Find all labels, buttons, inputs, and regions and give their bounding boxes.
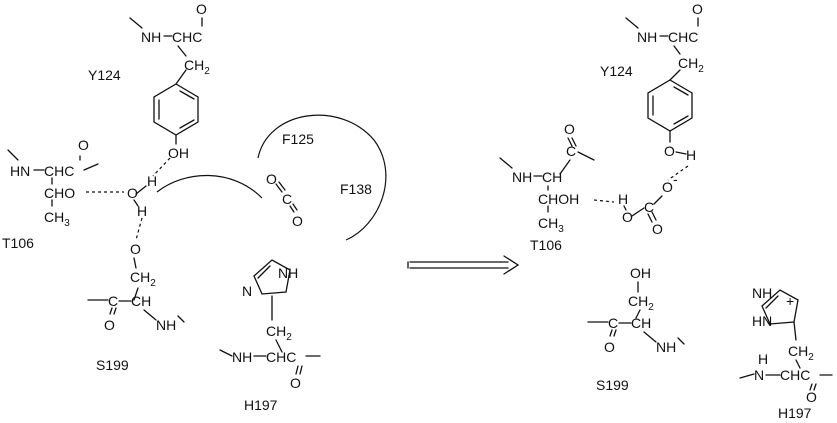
h197-right-nh-top: NH [752,285,772,301]
h197-right-ch2: CH2 [788,343,814,363]
t106-right-choh: CHOH [538,191,579,207]
s199-left-nh: NH [156,317,176,333]
label-t106-right: T106 [530,237,562,253]
reaction-arrow [407,255,520,275]
h197-left-carbonyl-o: O [290,375,301,391]
s199-left-ch2: CH2 [130,269,156,289]
h197-left-ch2: CH2 [266,323,292,343]
y124-left-ch2: CH2 [184,57,210,77]
t106-left-chc: CHC [44,163,74,179]
h197-left-imid-nh: NH [278,265,298,281]
h197-right-carbonyl-o: O [806,389,817,405]
y124-right-h: H [686,147,696,163]
h197-right: + NH HN CH2 H N CHC O H197 [739,285,833,421]
y124-right-ring [647,79,693,132]
t106-left-ch3: CH3 [44,209,70,229]
h197-left-chc: CHC [266,349,296,365]
s199-left-c: C [108,293,118,309]
y124-right-nh: NH [637,29,657,45]
s199-right-ch2: CH2 [628,293,654,313]
bicarbonate-right: H O C O - O [618,171,678,237]
t106-right-c: C [566,143,576,159]
co2-left-o2: O [292,213,303,229]
label-s199-right: S199 [596,377,629,393]
t106-right: NH CH C O CHOH CH3 T106 [499,121,615,253]
water-left: O H H [86,157,171,241]
y124-right: NH CHC O CH2 O H Y124 [600,1,704,181]
y124-left-chc: CHC [172,29,202,45]
t106-left-hn: HN [10,163,30,179]
label-s199-left: S199 [96,357,129,373]
water-left-h1: H [147,173,157,189]
label-f125: F125 [282,131,314,147]
s199-right-carbonyl-o: O [604,339,615,355]
y124-right-o: O [692,1,703,17]
s199-right: OH CH2 C CH O NH S199 [587,265,685,393]
h197-left-imidazole [253,259,291,295]
y124-left-ring [153,83,199,136]
bicarb-o3: O [652,221,663,237]
s199-right-c: C [608,315,618,331]
bicarb-h: H [618,191,628,207]
y124-right-chc: CHC [668,29,698,45]
co2-left-o1: O [266,171,277,187]
water-left-h2: H [137,203,147,219]
bicarb-charge: - [673,171,678,187]
t106-right-ch: CH [542,169,562,185]
h197-left: N NH CH2 NH CHC O H197 [219,259,321,413]
label-y124-right: Y124 [600,63,633,79]
s199-left: O CH2 C CH O NH S199 [87,241,185,373]
t106-left: HN CHC O CHO CH3 T106 [2,137,99,251]
h197-left-nh: NH [232,349,252,365]
y124-left-oh: OH [168,145,189,161]
s199-right-nh: NH [656,339,676,355]
t106-right-o: O [564,121,575,137]
y124-left-o: O [196,1,207,17]
bicarb-o2: O [662,179,673,195]
co2-left: O C O [266,171,303,229]
t106-left-o: O [78,137,89,153]
s199-left-ch: CH [131,293,151,309]
s199-left-carbonyl-o: O [104,317,115,333]
t106-right-nh: NH [512,169,532,185]
h197-right-hn: HN [752,313,772,329]
label-f138: F138 [340,181,372,197]
h197-right-chc: CHC [780,367,810,383]
t106-left-cho: CHO [44,185,75,201]
y124-right-ch2: CH2 [678,55,704,75]
bicarb-c: C [644,199,654,215]
y124-left-nh: NH [141,29,161,45]
bicarb-o1: O [622,209,633,225]
co2-left-c: C [282,191,292,207]
h197-right-n: N [754,367,764,383]
water-left-o: O [127,185,138,201]
s199-right-ch: CH [631,315,651,331]
label-h197-left: H197 [244,397,278,413]
label-h197-right: H197 [778,405,812,421]
pocket-arc [257,114,387,241]
attack-arc [156,174,263,199]
label-y124-left: Y124 [88,67,121,83]
label-t106-left: T106 [2,235,34,251]
s199-right-oh: OH [630,265,651,281]
y124-left: NH CHC O CH2 OH Y124 [88,1,210,161]
y124-right-o-phenol: O [664,143,675,159]
h197-right-charge: + [786,293,794,309]
t106-right-ch3: CH3 [538,215,564,235]
h197-right-h: H [758,351,768,367]
h197-left-n: N [242,283,252,299]
h197-right-imidazole [761,289,799,325]
s199-left-o: O [130,241,141,257]
